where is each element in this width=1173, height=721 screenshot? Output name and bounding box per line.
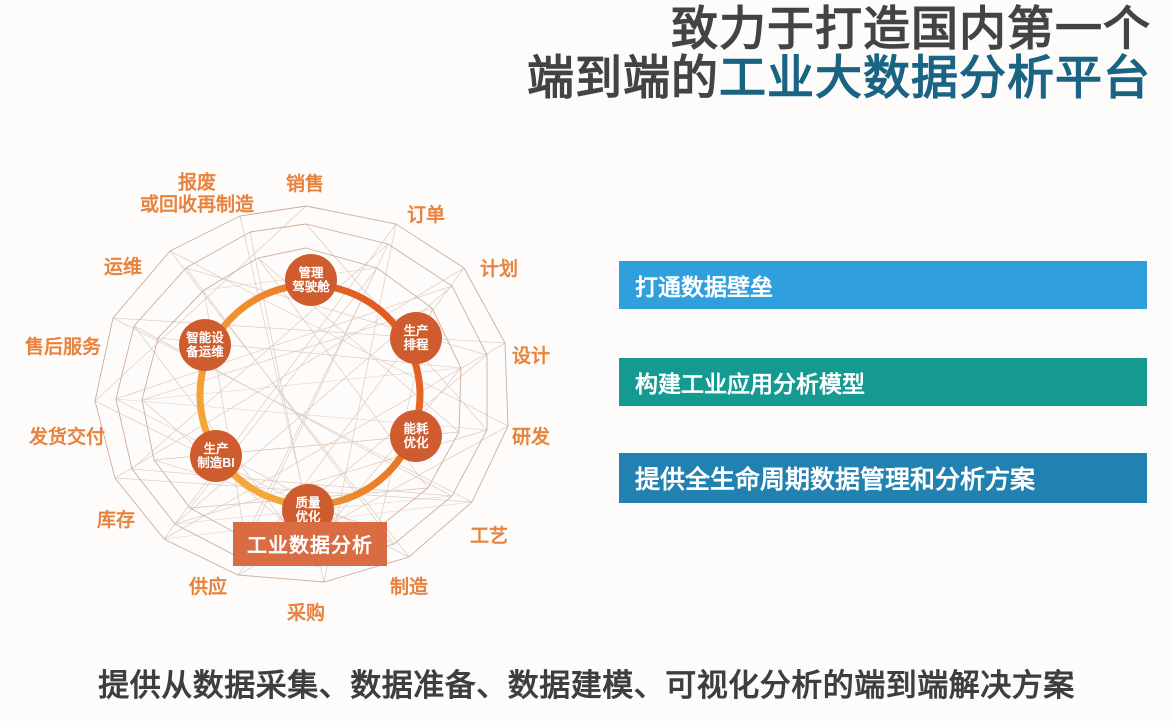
- ring-node-line2: 备运维: [186, 345, 224, 359]
- ring-node-manufacturing-bi[interactable]: 生产 制造BI: [190, 430, 242, 482]
- feature-bar-label: 打通数据壁垒: [635, 274, 773, 300]
- outer-label-plan: 计划: [479, 258, 519, 280]
- ring-node-line2: 排程: [403, 338, 429, 352]
- outer-label-design: 设计: [511, 345, 551, 367]
- title-line-1: 致力于打造国内第一个: [671, 2, 1151, 55]
- ring-node-line1: 能耗: [403, 422, 429, 436]
- outer-label-order: 订单: [406, 204, 446, 226]
- ring-node-line1: 质量: [295, 496, 321, 510]
- diagram-web-graphic: [94, 205, 509, 583]
- outer-label-manufacture: 制造: [389, 576, 429, 598]
- outer-label-randd: 研发: [511, 426, 551, 448]
- outer-label-sales: 销售: [285, 173, 325, 195]
- lifecycle-diagram: 销售 订单 计划 设计 研发 工艺 制造 采购 供应 库存 发货交付 售后服务 …: [0, 158, 600, 638]
- page-title: 致力于打造国内第一个 端到端的工业大数据分析平台: [527, 4, 1151, 103]
- title-line-2-prefix: 端到端的: [527, 51, 719, 105]
- outer-label-inventory: 库存: [96, 509, 136, 531]
- ring-node-line2: 驾驶舱: [292, 280, 330, 294]
- ring-node-energy-optimization[interactable]: 能耗 优化: [390, 410, 442, 462]
- diagram-center-label: 工业数据分析: [233, 522, 387, 566]
- feature-bar-list: 打通数据壁垒 构建工业应用分析模型 提供全生命周期数据管理和分析方案: [619, 261, 1147, 503]
- feature-bar-full-lifecycle-solution[interactable]: 提供全生命周期数据管理和分析方案: [619, 453, 1147, 503]
- title-line-2-highlight: 工业大数据分析平台: [719, 51, 1151, 105]
- feature-bar-label: 构建工业应用分析模型: [635, 371, 865, 397]
- outer-label-process: 工艺: [469, 525, 509, 547]
- outer-label-delivery: 发货交付: [28, 426, 106, 448]
- ring-node-line2: 优化: [295, 510, 321, 524]
- feature-bar-build-industrial-models[interactable]: 构建工业应用分析模型: [619, 358, 1147, 406]
- ring-node-management-cockpit[interactable]: 管理 驾驶舱: [285, 254, 337, 306]
- ring-node-line2: 优化: [403, 436, 429, 450]
- title-line-2: 端到端的工业大数据分析平台: [527, 53, 1151, 102]
- feature-bar-label: 提供全生命周期数据管理和分析方案: [635, 466, 1036, 494]
- footer-caption: 提供从数据采集、数据准备、数据建模、可视化分析的端到端解决方案: [98, 668, 1075, 703]
- ring-node-line2: 制造BI: [197, 456, 235, 470]
- ring-node-line1: 管理: [298, 266, 324, 280]
- outer-label-scrap-recycle: 报废 或回收再制造: [139, 172, 255, 216]
- outer-label-after-sales: 售后服务: [24, 336, 102, 358]
- ring-node-line1: 生产: [203, 442, 229, 456]
- ring-node-line1: 生产: [403, 324, 429, 338]
- ring-node-smart-equipment-om[interactable]: 智能设 备运维: [179, 319, 231, 371]
- outer-label-maintenance: 运维: [103, 256, 143, 278]
- ring-node-production-scheduling[interactable]: 生产 排程: [390, 312, 442, 364]
- outer-label-procurement: 采购: [286, 602, 326, 624]
- ring-node-line1: 智能设: [186, 331, 224, 345]
- outer-label-supply: 供应: [188, 576, 228, 598]
- feature-bar-break-data-silos[interactable]: 打通数据壁垒: [619, 261, 1147, 309]
